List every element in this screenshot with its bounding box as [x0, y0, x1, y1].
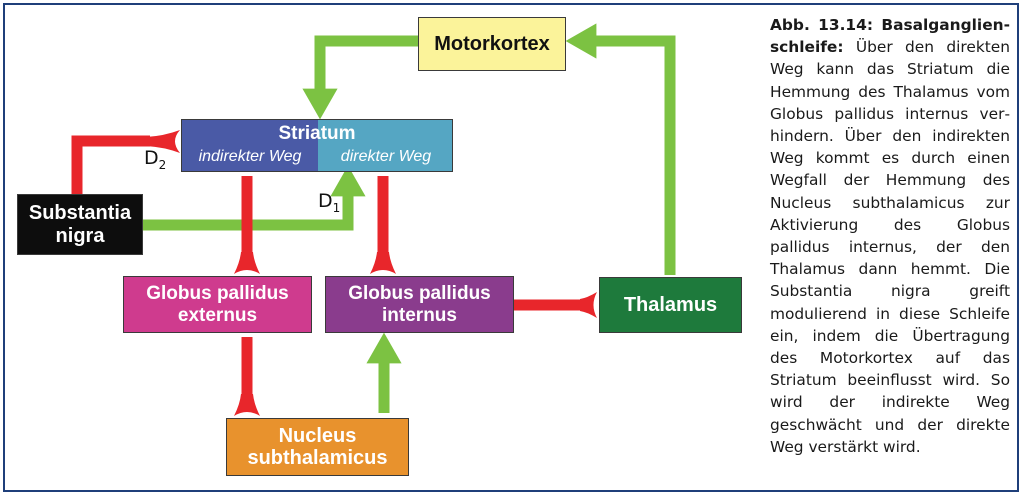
node-striatum: Striatum indirekter Weg direkter Weg — [181, 119, 453, 172]
caption-heading: Abb. 13.14: Basalganglien­schleife: — [770, 16, 1010, 57]
receptor-d1-letter: D — [318, 190, 333, 212]
fork-gpi — [370, 252, 396, 274]
node-globus-pallidus-externus: Globus pallidus externus — [123, 276, 312, 333]
arrow-substantia-nigra-to-striatum-direct — [143, 165, 366, 231]
receptor-d2-label: D2 — [144, 147, 166, 172]
caption-body: Über den direkten Weg kann das Striatum … — [770, 38, 1010, 456]
node-motorkortex-label: Motorkortex — [434, 32, 550, 55]
arrow-motorkortex-to-striatum — [302, 35, 418, 120]
stn-line-2: subthalamicus — [247, 447, 388, 469]
fork-stn — [234, 394, 260, 416]
inhibition-substantia-nigra-to-striatum-indirect — [71, 135, 150, 194]
gpi-line-1: Globus pallidus — [348, 283, 491, 305]
stn-line-1: Nucleus — [278, 424, 357, 447]
striatum-direct-half — [318, 120, 452, 171]
node-motorkortex: Motorkortex — [418, 17, 566, 71]
node-globus-pallidus-internus: Globus pallidus internus — [325, 276, 514, 333]
fork-gpe — [234, 252, 260, 274]
striatum-indirect-half — [182, 120, 318, 171]
figure-caption: Abb. 13.14: Basalganglien­schleife: Über… — [770, 14, 1010, 458]
arrow-thalamus-to-motorkortex — [565, 23, 676, 275]
node-thalamus-label: Thalamus — [623, 293, 718, 316]
gpe-line-1: Globus pallidus — [146, 283, 289, 305]
fork-thalamus — [580, 292, 597, 318]
striatum-direct-label: direkter Weg — [340, 148, 432, 165]
connection-layer — [71, 23, 676, 416]
receptor-d1-sub: 1 — [332, 201, 341, 215]
striatum-indirect-label: indirekter Weg — [198, 148, 302, 165]
receptor-d2-letter: D — [144, 147, 159, 169]
substantia-nigra-line-1: Substantia — [28, 202, 132, 225]
gpe-line-2: externus — [177, 304, 258, 326]
figure-frame — [3, 3, 1019, 492]
receptor-d2-sub: 2 — [158, 158, 167, 172]
node-nucleus-subthalamicus: Nucleus subthalamicus — [226, 418, 409, 476]
substantia-nigra-line-2: nigra — [55, 224, 105, 247]
node-substantia-nigra: Substantia nigra — [17, 194, 143, 255]
node-thalamus: Thalamus — [599, 277, 742, 333]
gpi-line-2: internus — [382, 304, 457, 326]
receptor-d1-label: D1 — [318, 190, 340, 215]
striatum-title: Striatum — [278, 123, 356, 144]
fork-d2-receptor — [146, 130, 180, 153]
